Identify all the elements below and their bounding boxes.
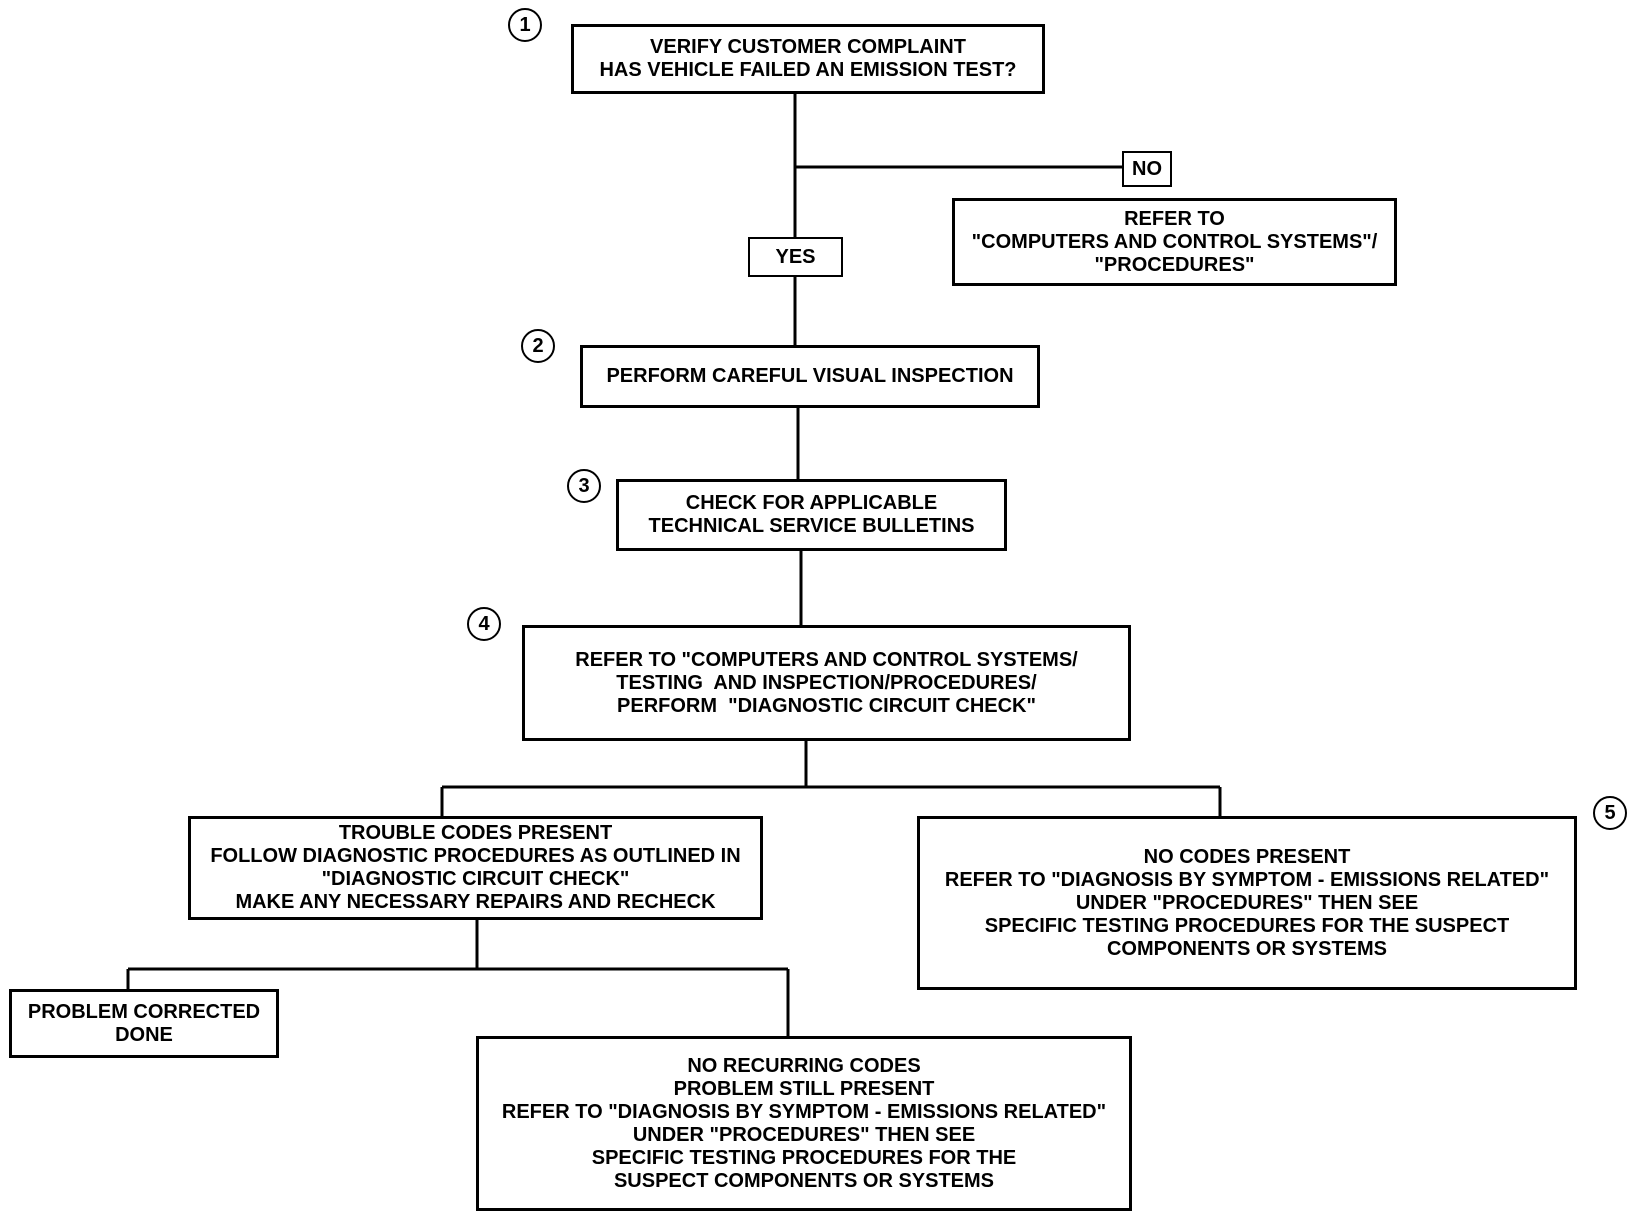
- step-number-4: 4: [467, 607, 501, 641]
- box-text-line: PERFORM "DIAGNOSTIC CIRCUIT CHECK": [617, 694, 1036, 717]
- box-text-line: MAKE ANY NECESSARY REPAIRS AND RECHECK: [235, 891, 716, 913]
- label-no: NO: [1122, 151, 1172, 187]
- box-text-line: SPECIFIC TESTING PROCEDURES FOR THE: [591, 1146, 1017, 1169]
- box-text-line: DONE: [115, 1023, 173, 1046]
- box-text-line: REFER TO "DIAGNOSIS BY SYMPTOM - EMISSIO…: [944, 868, 1550, 891]
- box-text-line: REFER TO: [1124, 207, 1225, 230]
- box-text-line: SPECIFIC TESTING PROCEDURES FOR THE SUSP…: [984, 914, 1510, 937]
- box-text-line: HAS VEHICLE FAILED AN EMISSION TEST?: [599, 59, 1017, 81]
- box-text-line: VERIFY CUSTOMER COMPLAINT: [650, 36, 966, 58]
- box-text-line: TROUBLE CODES PRESENT: [338, 822, 613, 844]
- box-text-line: TESTING AND INSPECTION/PROCEDURES/: [616, 671, 1037, 694]
- box-text-line: COMPONENTS OR SYSTEMS: [1106, 937, 1388, 960]
- box-text-line: PROBLEM STILL PRESENT: [673, 1077, 935, 1100]
- box-text-line: NO CODES PRESENT: [1143, 845, 1351, 868]
- box-visual-inspection: PERFORM CAREFUL VISUAL INSPECTION: [580, 345, 1040, 408]
- box-text-line: CHECK FOR APPLICABLE: [685, 492, 938, 514]
- box-text-line: PERFORM CAREFUL VISUAL INSPECTION: [606, 365, 1014, 387]
- box-diagnostic-circuit-check: REFER TO "COMPUTERS AND CONTROL SYSTEMS/…: [522, 625, 1131, 741]
- step-number-5: 5: [1593, 796, 1627, 830]
- box-text-line: "DIAGNOSTIC CIRCUIT CHECK": [321, 868, 630, 890]
- box-text-line: UNDER "PROCEDURES" THEN SEE: [632, 1123, 976, 1146]
- label-yes: YES: [748, 237, 843, 277]
- step-number-3: 3: [567, 469, 601, 503]
- box-text-line: "PROCEDURES": [1094, 253, 1255, 276]
- box-text-line: "COMPUTERS AND CONTROL SYSTEMS"/: [971, 230, 1378, 253]
- box-text-line: SUSPECT COMPONENTS OR SYSTEMS: [613, 1169, 995, 1192]
- box-text-line: REFER TO "COMPUTERS AND CONTROL SYSTEMS/: [575, 648, 1078, 671]
- box-text-line: PROBLEM CORRECTED: [27, 1000, 261, 1023]
- box-text-line: NO RECURRING CODES: [687, 1054, 921, 1077]
- step-number-2: 2: [521, 329, 555, 363]
- box-text-line: UNDER "PROCEDURES" THEN SEE: [1075, 891, 1419, 914]
- box-text-line: TECHNICAL SERVICE BULLETINS: [648, 515, 975, 537]
- box-text-line: REFER TO "DIAGNOSIS BY SYMPTOM - EMISSIO…: [501, 1100, 1107, 1123]
- box-refer-computers-procedures: REFER TO"COMPUTERS AND CONTROL SYSTEMS"/…: [952, 198, 1397, 286]
- box-text-line: FOLLOW DIAGNOSTIC PROCEDURES AS OUTLINED…: [210, 845, 741, 867]
- step-number-1: 1: [508, 8, 542, 42]
